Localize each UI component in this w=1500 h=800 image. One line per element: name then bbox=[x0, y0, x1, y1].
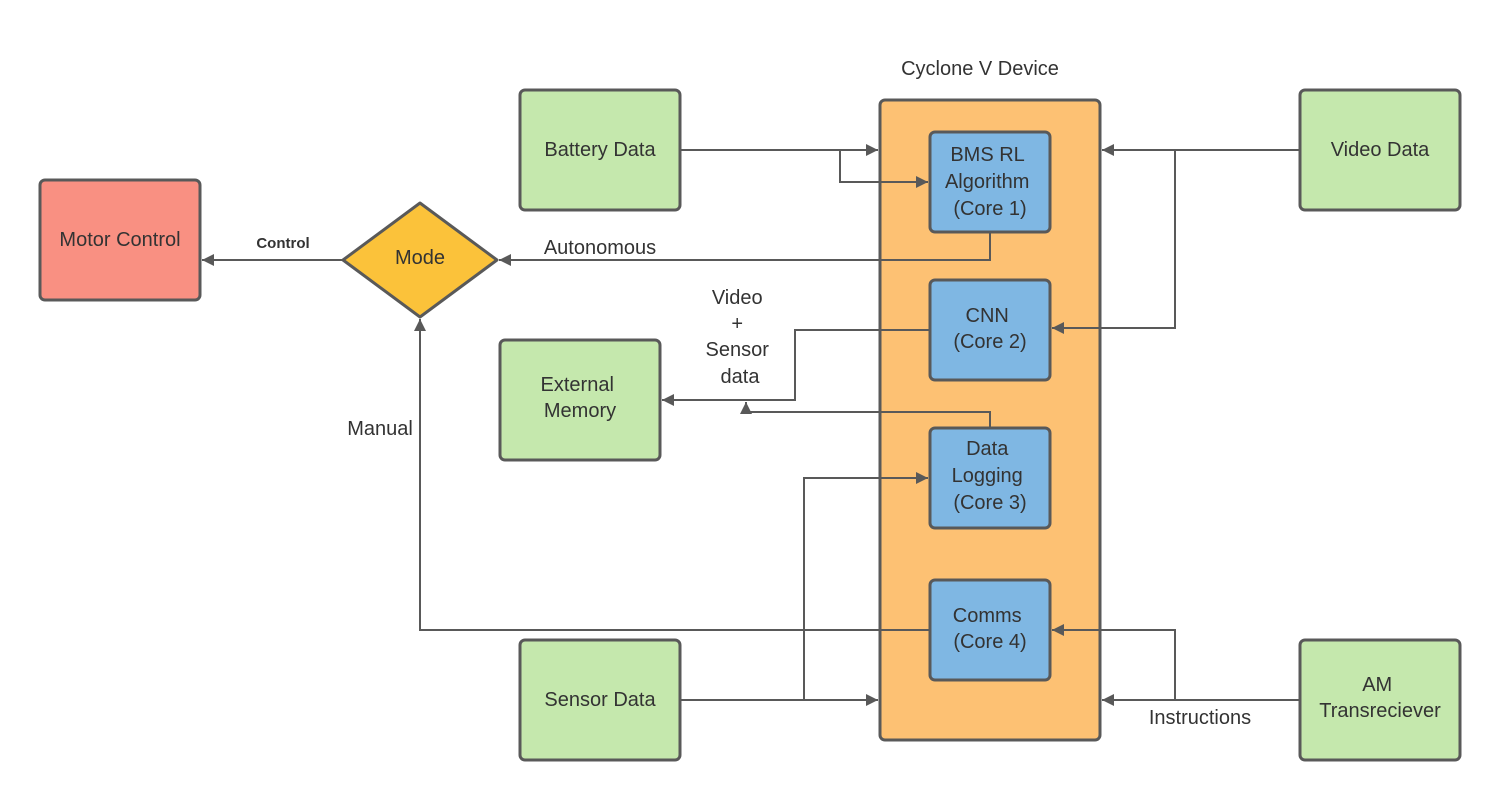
manual-label: Manual bbox=[347, 418, 413, 440]
sensor-to-logging-connector bbox=[803, 472, 928, 700]
core-bms-label: BMS RL Algorithm (Core 1) bbox=[945, 144, 1035, 220]
video-sensor-label: Video + Sensor data bbox=[706, 287, 775, 388]
video-data-label: Video Data bbox=[1331, 139, 1430, 161]
motor-control-box bbox=[38, 178, 202, 302]
comms-manual-connector bbox=[414, 319, 930, 631]
autonomous-label: Autonomous bbox=[544, 237, 656, 259]
mode-label: Mode bbox=[395, 247, 445, 269]
core-comms-box bbox=[928, 578, 1052, 682]
bms-autonomous-connector bbox=[499, 232, 991, 266]
core-comms-label: Comms (Core 4) bbox=[953, 605, 1027, 653]
mode-diamond bbox=[341, 201, 499, 319]
instructions-label: Instructions bbox=[1149, 707, 1251, 729]
core-cnn-label: CNN (Core 2) bbox=[953, 305, 1026, 353]
cnn-to-memory-connector bbox=[662, 329, 930, 406]
logging-to-memory-connector bbox=[740, 402, 991, 428]
motor-control-label: Motor Control bbox=[59, 229, 180, 251]
sensor-data-label: Sensor Data bbox=[544, 689, 656, 711]
am-to-comms-connector bbox=[1052, 624, 1176, 700]
battery-to-bms-connector bbox=[839, 149, 928, 188]
video-to-cnn-connector bbox=[1052, 150, 1176, 334]
core-logging-label: Data Logging (Core 3) bbox=[952, 438, 1029, 514]
am-transreceiver-label: AM Transreciever bbox=[1319, 674, 1441, 722]
device-title: Cyclone V Device bbox=[901, 58, 1059, 80]
core-cnn-box bbox=[928, 278, 1052, 382]
external-memory-box bbox=[498, 338, 662, 462]
battery-data-label: Battery Data bbox=[544, 139, 656, 161]
control-label: Control bbox=[256, 235, 309, 252]
external-memory-label: External Memory bbox=[541, 374, 620, 422]
